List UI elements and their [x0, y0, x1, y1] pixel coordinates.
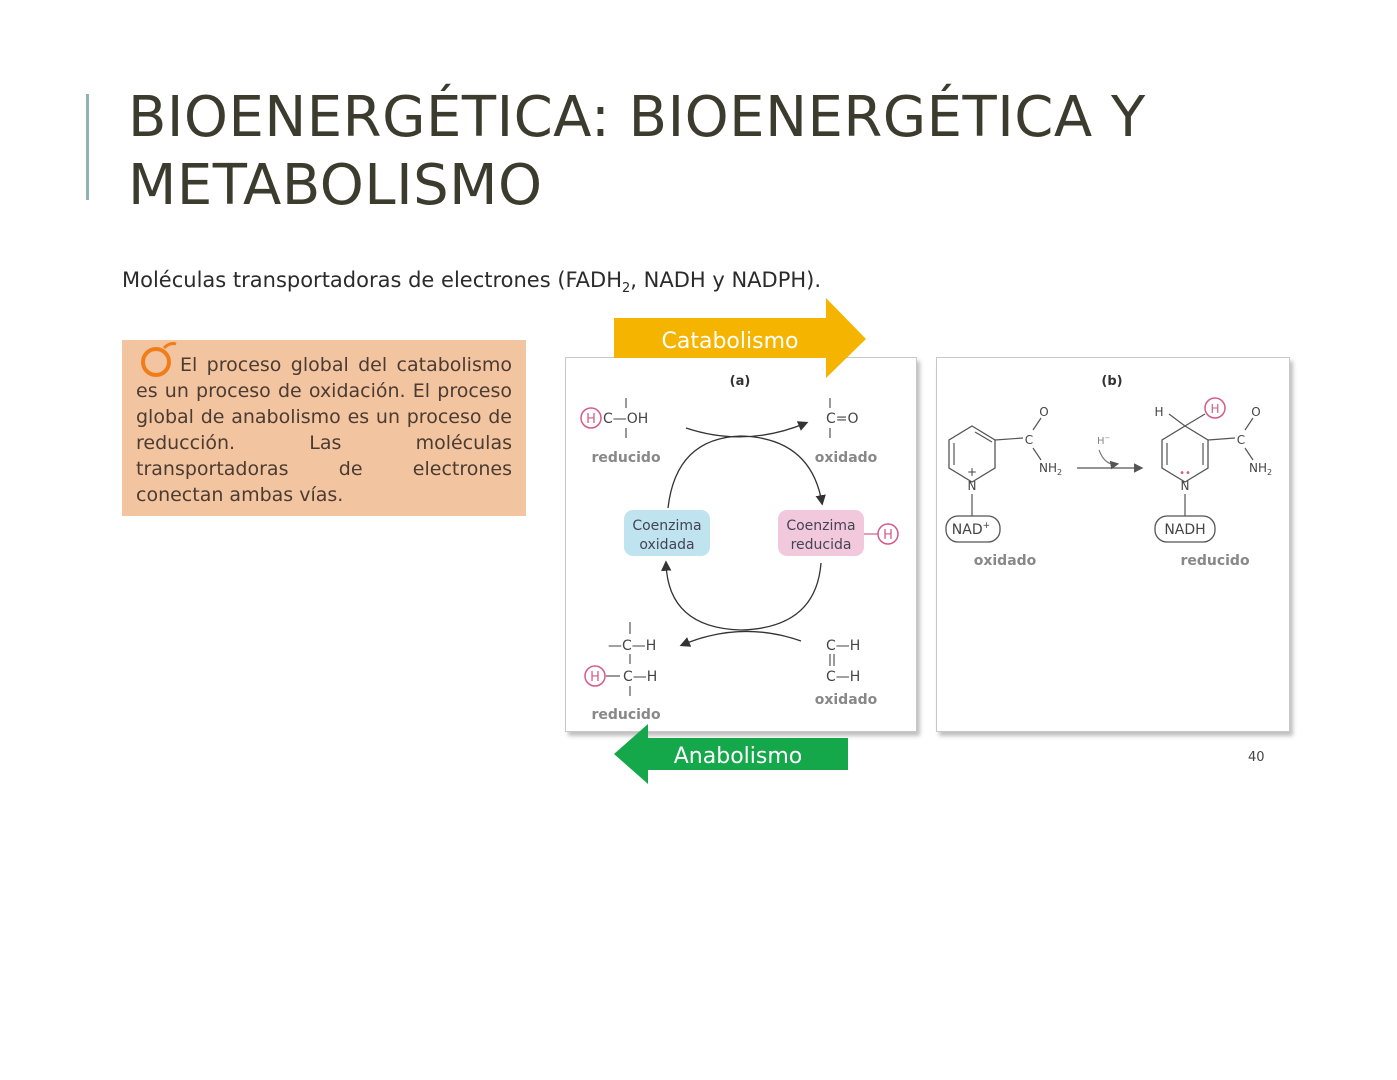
nadh-h: H — [1154, 405, 1163, 419]
subtitle-subscript: 2 — [622, 281, 631, 297]
nad-diagram: (b) + N C O NH2 NAD+ oxidado H− H H •• N… — [945, 374, 1272, 569]
nad-nh: NH2 — [1039, 461, 1062, 477]
coenzyme-reduced-line1: Coenzima — [786, 518, 855, 534]
nadh-c: C — [1237, 433, 1245, 447]
nadh-o: O — [1251, 405, 1260, 419]
formula-bottom-right-top: C—H — [826, 638, 860, 654]
title-accent-bar — [86, 94, 89, 200]
h-circle-nadh — [1204, 397, 1226, 419]
formula-top-right: C=O — [826, 411, 859, 427]
arrow-bottom — [679, 630, 802, 647]
nadh-nh: NH2 — [1249, 461, 1272, 477]
note-ring-icon — [141, 342, 177, 377]
nad-n: N — [968, 479, 977, 493]
formula-bottom-left-bottom: C—H — [623, 669, 657, 685]
diagram-panel-b: (b) + N C O NH2 NAD+ oxidado H− H H •• N… — [936, 357, 1290, 732]
h-coenzyme: H — [883, 528, 893, 543]
subtitle-main: Moléculas transportadoras de electrones … — [122, 268, 623, 292]
lone-pair-icon: •• — [1179, 468, 1191, 479]
catabolism-arrow: Catabolismo — [614, 298, 866, 378]
cycle-arc-right-down — [667, 435, 826, 509]
h-top-left: H — [586, 412, 596, 427]
state-oxidized: oxidado — [974, 553, 1037, 569]
note-box: El proceso global del catabolismo es un … — [122, 340, 526, 516]
page-number: 40 — [1248, 750, 1265, 765]
nadh-n: N — [1181, 479, 1190, 493]
panel-a-label: (a) — [730, 374, 751, 389]
formula-bottom-left-top: —C—H — [608, 638, 656, 654]
h-bottom-left: H — [590, 670, 600, 685]
coenzyme-reduced-line2: reducida — [791, 537, 852, 553]
coenzyme-oxidized-line1: Coenzima — [632, 518, 701, 534]
state-top-left: reducido — [591, 450, 661, 466]
coenzyme-reduced-box — [778, 510, 864, 556]
h-circle-top-left — [580, 407, 602, 429]
hydride-arrow — [1098, 449, 1120, 470]
arrow-top — [685, 421, 809, 438]
nad-label: NAD+ — [952, 521, 990, 538]
nadh-label: NADH — [1164, 522, 1205, 538]
state-bottom-left: reducido — [591, 707, 661, 723]
diagram-panel-a: (a) H C—OH reducido C=O oxidado Coenzima… — [565, 357, 917, 732]
coenzyme-oxidized-line2: oxidada — [639, 537, 694, 553]
h-circle-bottom-left — [584, 665, 606, 687]
h-circle-coenzyme — [877, 523, 899, 545]
panel-b-label: (b) — [1101, 374, 1122, 389]
subtitle-rest: , NADH y NADPH). — [630, 268, 822, 292]
note-text: El proceso global del catabolismo es un … — [136, 354, 512, 506]
nad-o: O — [1039, 405, 1048, 419]
catabolism-label: Catabolismo — [662, 329, 799, 354]
formula-top-left: C—OH — [603, 411, 648, 427]
nadh-h-circled: H — [1210, 402, 1219, 416]
slide-subtitle: Moléculas transportadoras de electrones … — [122, 268, 821, 296]
coenzyme-oxidized-box — [624, 510, 710, 556]
hydride-label: H− — [1097, 434, 1111, 447]
formula-bottom-right-bottom: C—H — [826, 669, 860, 685]
nadh-pill — [1154, 515, 1216, 543]
state-bottom-right: oxidado — [815, 692, 878, 708]
cycle-diagram: (a) H C—OH reducido C=O oxidado Coenzima… — [580, 374, 899, 723]
slide-title: BIOENERGÉTICA: BIOENERGÉTICA Y METABOLIS… — [128, 85, 1146, 218]
anabolism-arrow: Anabolismo — [614, 724, 848, 784]
cycle-arc-left-up — [661, 560, 822, 631]
nad-plus: + — [967, 465, 977, 479]
state-reduced: reducido — [1180, 553, 1250, 569]
nad-c: C — [1025, 433, 1033, 447]
state-top-right: oxidado — [815, 450, 878, 466]
anabolism-label: Anabolismo — [674, 744, 802, 769]
nad-pill — [945, 515, 1001, 543]
